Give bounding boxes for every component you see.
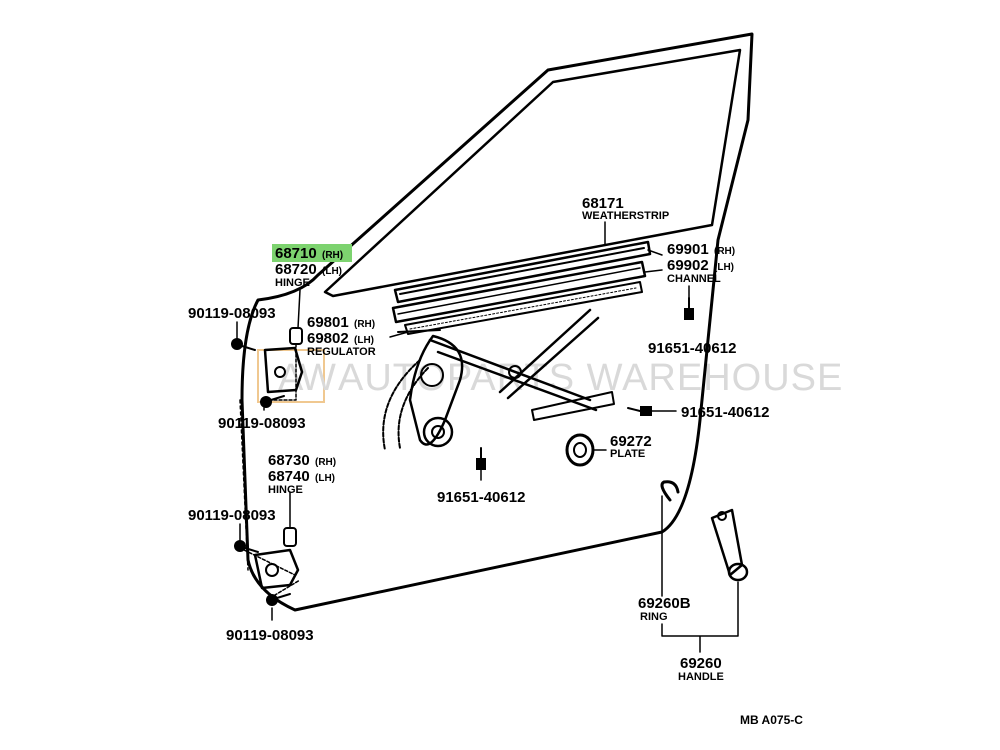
svg-text:68720: 68720 <box>275 261 317 278</box>
svg-text:68730: 68730 <box>268 452 310 469</box>
label-regulator[interactable]: 69801 (RH) 69802 (LH) REGULATOR <box>307 314 376 358</box>
svg-text:RING: RING <box>640 611 668 623</box>
label-bolt-91651-bottom[interactable]: 91651-40612 <box>437 489 525 506</box>
svg-text:(LH): (LH) <box>354 335 374 346</box>
regulator-mechanism <box>382 308 615 451</box>
svg-text:W: W <box>300 357 337 399</box>
bolt-icon <box>231 338 256 351</box>
svg-text:68171: 68171 <box>582 195 624 212</box>
bolt-icon <box>234 540 259 553</box>
svg-text:HANDLE: HANDLE <box>678 671 724 683</box>
svg-text:HINGE: HINGE <box>275 277 310 289</box>
bolt-icon <box>684 297 694 320</box>
svg-text:(RH): (RH) <box>354 319 375 330</box>
handle-shape <box>710 508 749 582</box>
bolt-icon <box>260 395 285 408</box>
label-bolt-90119-upper-top[interactable]: 90119-08093 <box>188 305 276 322</box>
svg-text:69901: 69901 <box>667 241 709 258</box>
door-outline <box>239 32 754 612</box>
bolt-icons <box>231 297 694 606</box>
svg-text:REGULATOR: REGULATOR <box>307 346 376 358</box>
ring-clip-shape <box>660 480 680 502</box>
svg-text:69272: 69272 <box>610 433 652 450</box>
leader-lines <box>236 221 739 653</box>
label-ring[interactable]: 69260B RING <box>638 595 691 623</box>
svg-text:(RH): (RH) <box>315 457 336 468</box>
svg-text:WEATHERSTRIP: WEATHERSTRIP <box>582 210 669 222</box>
svg-text:CHANNEL: CHANNEL <box>667 273 721 285</box>
label-bolt-90119-lower-top[interactable]: 90119-08093 <box>188 507 276 524</box>
svg-text:(RH): (RH) <box>322 250 343 261</box>
weatherstrip-rails <box>391 240 652 335</box>
svg-text:(LH): (LH) <box>714 262 734 273</box>
upper-hinge-shape <box>263 327 304 401</box>
svg-text:(RH): (RH) <box>714 246 735 257</box>
plate-shape <box>565 433 595 467</box>
svg-text:68710: 68710 <box>275 245 317 262</box>
svg-text:69802: 69802 <box>307 330 349 347</box>
svg-text:PLATE: PLATE <box>610 448 645 460</box>
diagram-code: MB A075-C <box>740 713 803 727</box>
svg-text:69260: 69260 <box>680 655 722 672</box>
label-bolt-91651-channel[interactable]: 91651-40612 <box>648 340 736 357</box>
label-upper-hinge[interactable]: 68710 (RH) 68720 (LH) HINGE <box>275 245 343 289</box>
bolt-icon <box>627 406 652 416</box>
bolt-icon <box>266 593 291 606</box>
highlight-68710 <box>272 244 352 262</box>
label-weatherstrip[interactable]: 68171 WEATHERSTRIP <box>582 195 669 222</box>
svg-text:(LH): (LH) <box>322 266 342 277</box>
svg-text:68740: 68740 <box>268 468 310 485</box>
label-bolt-90119-lower-bottom[interactable]: 90119-08093 <box>226 627 314 644</box>
label-handle[interactable]: 69260 HANDLE <box>678 655 724 683</box>
label-bolt-91651-right[interactable]: 91651-40612 <box>681 404 769 421</box>
svg-text:HINGE: HINGE <box>268 484 303 496</box>
svg-text:(LH): (LH) <box>315 473 335 484</box>
svg-text:69902: 69902 <box>667 257 709 274</box>
label-bolt-90119-upper-bottom[interactable]: 90119-08093 <box>218 415 306 432</box>
label-channel[interactable]: 69901 (RH) 69902 (LH) CHANNEL <box>667 241 735 285</box>
label-lower-hinge[interactable]: 68730 (RH) 68740 (LH) HINGE <box>268 452 336 496</box>
label-plate[interactable]: 69272 PLATE <box>610 433 652 460</box>
svg-text:69260B: 69260B <box>638 595 691 612</box>
bolt-icon <box>476 447 486 470</box>
svg-text:69801: 69801 <box>307 314 349 331</box>
